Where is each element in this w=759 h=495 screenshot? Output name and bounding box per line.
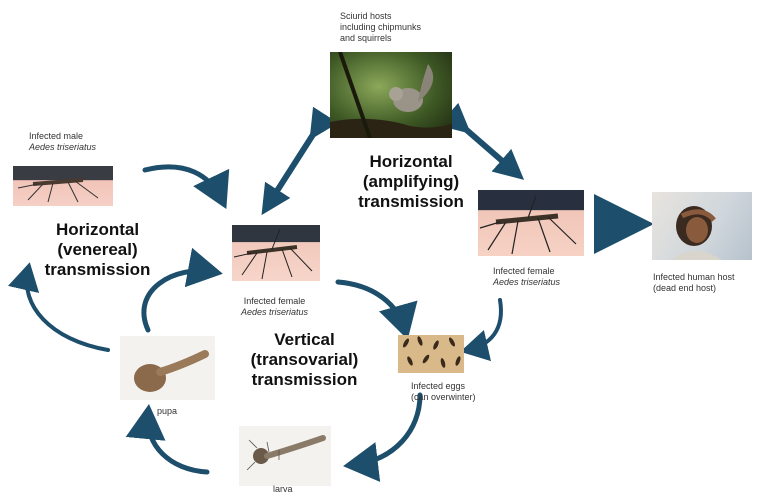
arrow-pupa-to-male	[27, 270, 108, 350]
eggs-caption: Infected eggs (can overwinter)	[411, 381, 476, 403]
arrow-female-to-eggs	[468, 300, 501, 350]
male-caption: Infected male Aedes triseriatus	[29, 131, 96, 153]
larva-photo	[239, 426, 331, 486]
female-mosquito-right-photo	[478, 190, 584, 256]
title-horizontal-venereal: Horizontal (venereal) transmission	[30, 220, 165, 280]
arrow-male-to-female	[145, 167, 222, 200]
human-photo	[652, 192, 752, 260]
human-caption: Infected human host (dead end host)	[653, 272, 735, 294]
arrow-eggs-to-larva	[353, 395, 420, 465]
larva-caption: larva	[273, 484, 293, 495]
arrow-female-to-eggs-vertical	[338, 282, 405, 330]
pupa-photo	[120, 336, 215, 400]
title-horizontal-amplifying: Horizontal (amplifying) transmission	[352, 152, 470, 212]
title-vertical: Vertical (transovarial) transmission	[242, 330, 367, 390]
female-mosquito-center-photo	[232, 225, 320, 281]
male-mosquito-photo	[13, 166, 113, 206]
arrow-squirrel-female-left	[268, 130, 316, 205]
female-center-caption: Infected female Aedes triseriatus	[241, 296, 308, 318]
arrow-larva-to-pupa	[148, 414, 207, 472]
pupa-caption: pupa	[157, 406, 177, 417]
eggs-photo	[398, 335, 464, 373]
squirrel-caption: Sciurid hosts including chipmunks and sq…	[340, 11, 421, 44]
squirrel-photo	[330, 52, 452, 138]
female-right-caption: Infected female Aedes triseriatus	[493, 266, 560, 288]
